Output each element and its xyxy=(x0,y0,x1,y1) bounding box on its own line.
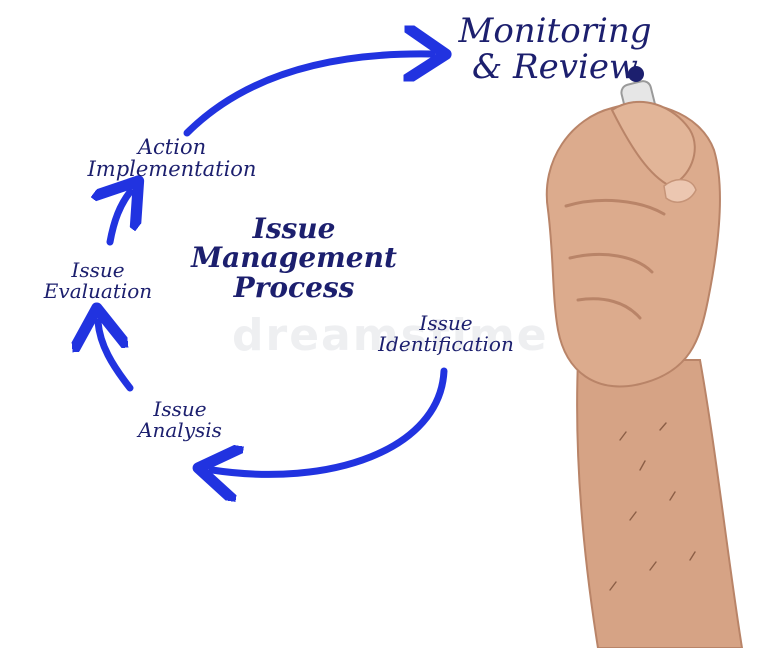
arrow-identification-to-analysis xyxy=(212,367,448,474)
arrow-analysis-to-evaluation xyxy=(98,322,134,392)
label-issue-evaluation: Issue Evaluation xyxy=(43,258,153,303)
label-issue-analysis: Issue Analysis xyxy=(138,397,222,442)
label-monitoring-review: Monitoring & Review xyxy=(458,11,652,87)
arrow-action-to-monitoring xyxy=(183,54,432,137)
arrow-evaluation-to-action xyxy=(110,192,130,246)
label-issue-identification: Issue Identification xyxy=(378,311,514,356)
diagram-title: Issue Management Process xyxy=(191,212,397,304)
label-action-implementation: Action Implementation xyxy=(87,135,257,182)
